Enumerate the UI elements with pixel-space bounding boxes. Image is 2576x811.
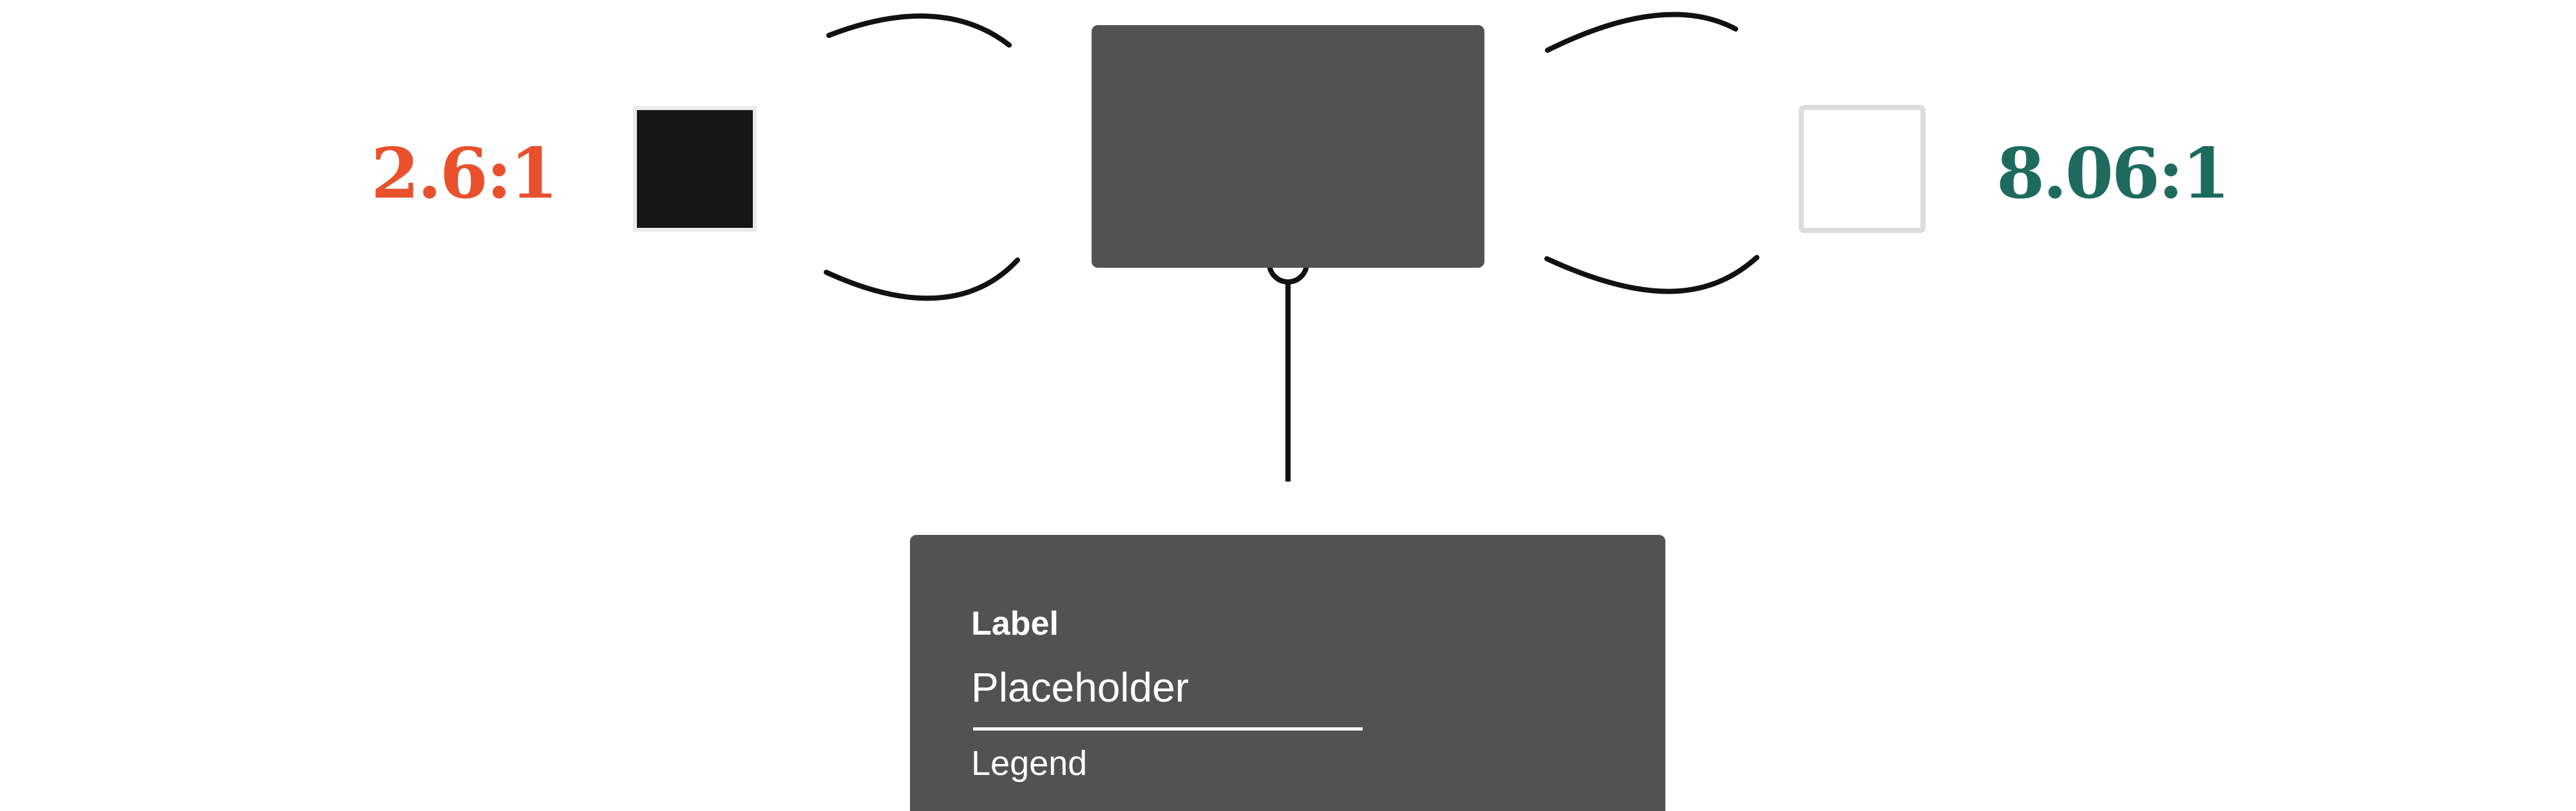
light-color-swatch-icon: [1799, 105, 1926, 233]
arrow-center-to-dark-swatch: [826, 14, 1012, 48]
dark-color-swatch-icon: [633, 106, 757, 232]
arrow-light-swatch-to-center: [1544, 255, 1759, 294]
field-label: Label: [971, 605, 1059, 642]
contrast-ratio-high: 8.06:1: [1996, 133, 2230, 214]
text-field-example: Label Placeholder Legend: [910, 535, 1665, 811]
contrast-ratio-low: 2.6:1: [371, 133, 558, 214]
arrow-dark-swatch-to-center: [824, 257, 1020, 301]
field-underline: [973, 727, 1363, 731]
arrow-center-to-light-swatch: [1545, 12, 1738, 53]
field-placeholder-text: Placeholder: [971, 664, 1189, 711]
center-color-box: [1092, 25, 1484, 268]
field-legend: Legend: [971, 744, 1088, 783]
